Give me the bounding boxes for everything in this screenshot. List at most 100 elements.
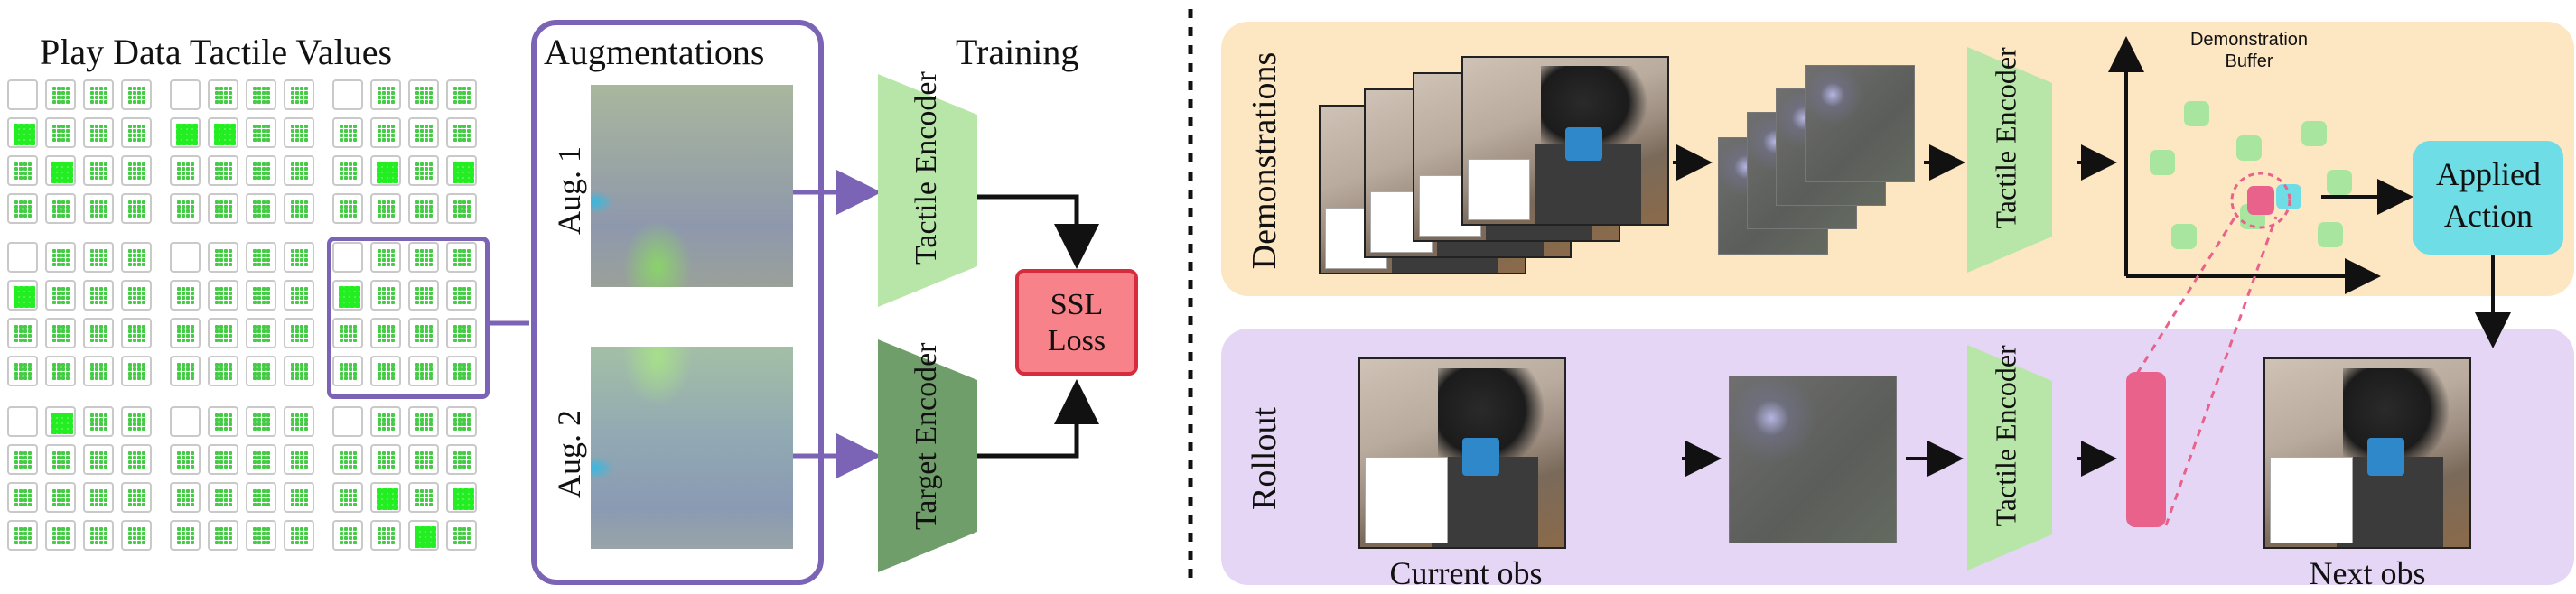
sensor-pad — [7, 406, 38, 437]
sensor-pad — [446, 520, 477, 551]
sensor-pad — [446, 356, 477, 386]
buffer-point — [2236, 135, 2262, 161]
sensor-pad — [208, 79, 238, 110]
sensor-pad — [83, 356, 114, 386]
sensor-pad — [83, 520, 114, 551]
sensor-pad — [7, 79, 38, 110]
sensor-pad — [208, 356, 238, 386]
sensor-pad — [246, 242, 276, 273]
applied-action-box — [2413, 141, 2563, 255]
applied-action-label: Applied Action — [2436, 156, 2541, 234]
sensor-pad — [370, 318, 401, 348]
sensor-pad — [83, 406, 114, 437]
sensor-pad — [246, 444, 276, 475]
augmentations-panel — [531, 20, 824, 585]
sensor-pad — [208, 406, 238, 437]
sensor-pad — [408, 520, 439, 551]
current-tactile-image — [1729, 376, 1897, 543]
sensor-pad — [284, 280, 314, 311]
sensor-pad — [246, 406, 276, 437]
sensor-pad — [121, 444, 152, 475]
target-to-loss-arrow — [975, 379, 1099, 459]
sensor-pad — [370, 356, 401, 386]
demo-tactile-encoder-shape — [1967, 47, 2052, 273]
sensor-pad — [45, 280, 76, 311]
sensor-pad — [170, 444, 201, 475]
sensor-pad — [246, 356, 276, 386]
aug2-image — [591, 347, 793, 549]
query-highlight-circle — [2230, 172, 2291, 229]
sensor-pad — [121, 117, 152, 148]
sensor-pad — [408, 117, 439, 148]
sensor-pad — [170, 155, 201, 186]
sensor-pad — [370, 520, 401, 551]
sensor-pad — [83, 79, 114, 110]
sensor-pad — [246, 482, 276, 513]
sensor-pad — [446, 117, 477, 148]
ssl-loss-label: SSL Loss — [1047, 288, 1106, 357]
sensor-pad — [332, 242, 363, 273]
sensor-pad — [45, 356, 76, 386]
sensor-pad — [83, 193, 114, 224]
sensor-pad — [332, 117, 363, 148]
sensor-pad — [370, 193, 401, 224]
sensor-pad — [284, 520, 314, 551]
sensor-pad — [246, 318, 276, 348]
sensor-pad — [45, 193, 76, 224]
sensor-pad — [170, 406, 201, 437]
sensor-pad — [170, 520, 201, 551]
sensor-pad — [408, 193, 439, 224]
sensor-pad — [208, 318, 238, 348]
sensor-pad — [121, 356, 152, 386]
sensor-pad — [83, 155, 114, 186]
sensor-pad — [446, 444, 477, 475]
sensor-pad — [170, 79, 201, 110]
sensor-pad — [45, 482, 76, 513]
sensor-pad — [208, 444, 238, 475]
sensor-pad — [208, 520, 238, 551]
sensor-pad — [408, 482, 439, 513]
sensor-pad — [208, 117, 238, 148]
sensor-pad — [45, 406, 76, 437]
buffer-point — [2184, 101, 2209, 126]
sensor-pad — [370, 482, 401, 513]
sensor-pad — [246, 520, 276, 551]
ssl-loss-box — [1015, 269, 1138, 376]
sensor-pad — [83, 280, 114, 311]
sensor-pad — [370, 117, 401, 148]
sensor-pad — [332, 482, 363, 513]
sensor-pad — [370, 280, 401, 311]
sensor-pad — [332, 444, 363, 475]
sensor-pad — [446, 482, 477, 513]
sensor-pad — [408, 406, 439, 437]
sensor-pad — [246, 117, 276, 148]
sensor-pad — [332, 356, 363, 386]
next-obs-image — [2263, 357, 2471, 549]
sensor-pad — [370, 242, 401, 273]
current-obs-image — [1358, 357, 1566, 549]
sensor-pad — [370, 79, 401, 110]
tactile-mosaic — [0, 79, 506, 567]
sensor-pad — [121, 155, 152, 186]
rollout-tactile-encoder-shape — [1967, 345, 2052, 571]
query-point — [2247, 186, 2274, 215]
sensor-pad — [7, 117, 38, 148]
projection-dash-right — [2164, 216, 2278, 526]
sensor-pad — [83, 117, 114, 148]
projection-dash-left — [2135, 214, 2238, 375]
sensor-pad — [208, 242, 238, 273]
sensor-pad — [7, 155, 38, 186]
sensor-pad — [83, 444, 114, 475]
buffer-point — [2150, 150, 2175, 175]
sensor-pad — [284, 193, 314, 224]
buffer-point — [2318, 222, 2343, 247]
sensor-pad — [45, 242, 76, 273]
selected-tile-highlight — [327, 237, 490, 399]
tactile-encoder-shape — [878, 74, 977, 307]
sensor-pad — [446, 193, 477, 224]
sensor-pad — [246, 155, 276, 186]
sensor-pad — [121, 79, 152, 110]
sensor-pad — [7, 520, 38, 551]
sensor-pad — [83, 242, 114, 273]
